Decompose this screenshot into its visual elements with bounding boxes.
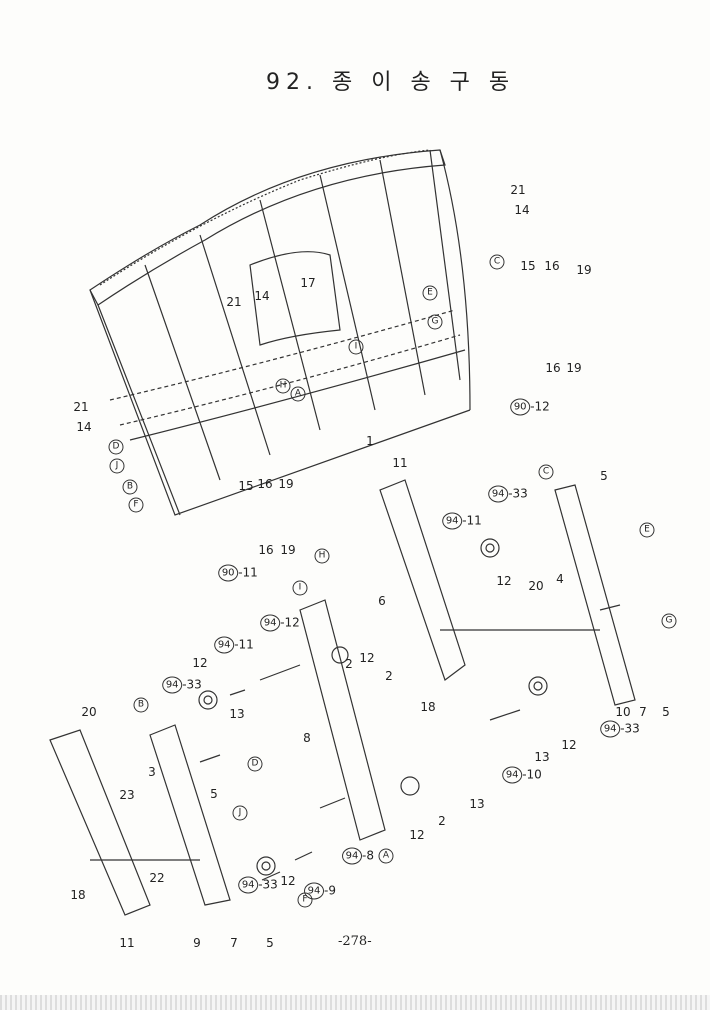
reference-letter: A: [378, 848, 394, 864]
assembly-callout: 94-11: [442, 512, 482, 530]
part-number: 2: [385, 669, 393, 683]
part-number: 12: [561, 738, 577, 752]
part-number: 16: [258, 543, 274, 557]
part-number: 16: [257, 477, 273, 491]
part-number: 16: [544, 259, 560, 273]
assembly-callout: 94-11: [214, 636, 254, 654]
part-number: 14: [76, 420, 92, 434]
assembly-callout: 90-12: [510, 398, 550, 416]
assembly-callout: 94-33: [600, 720, 640, 738]
part-number: 11: [119, 936, 135, 950]
part-number: 9: [193, 936, 201, 950]
diagram-title: 92. 종 이 송 구 동: [266, 70, 516, 95]
part-number: 8: [303, 731, 311, 745]
part-number: 13: [469, 797, 485, 811]
reference-letter: B: [133, 697, 149, 713]
reference-letter: B: [122, 479, 138, 495]
assembly-callout: 94-8: [342, 847, 374, 865]
part-number: 2: [438, 814, 446, 828]
side-frames: [49, 479, 636, 916]
part-number: 3: [148, 765, 156, 779]
part-number: 15: [520, 259, 536, 273]
part-number: 19: [566, 361, 582, 375]
part-number: 12: [496, 574, 512, 588]
part-number: 1: [366, 434, 374, 448]
reference-letter: C: [489, 254, 505, 270]
reference-letter: D: [108, 439, 124, 455]
reference-letter: G: [661, 613, 677, 629]
part-number: 19: [280, 543, 296, 557]
assembly-callout: 90-11: [218, 564, 258, 582]
part-number: 21: [510, 183, 526, 197]
part-number: 18: [420, 700, 436, 714]
part-number: 19: [576, 263, 592, 277]
part-number: 19: [278, 477, 294, 491]
part-number: 5: [210, 787, 218, 801]
part-number: 13: [534, 750, 550, 764]
assembly-callout: 94-9: [304, 882, 336, 900]
part-number: 2: [345, 657, 353, 671]
part-number: 14: [514, 203, 530, 217]
reference-letter: G: [427, 314, 443, 330]
assembly-callout: 94-33: [238, 876, 278, 894]
part-number: 21: [226, 295, 242, 309]
assembly-callout: 94-33: [488, 485, 528, 503]
gears-and-shafts: [198, 538, 621, 881]
part-number: 17: [300, 276, 316, 290]
part-number: 13: [229, 707, 245, 721]
part-number: 23: [119, 788, 135, 802]
reference-letter: J: [109, 458, 125, 474]
page-number: -278-: [338, 934, 372, 949]
paper-feed-drum: [89, 149, 471, 516]
reference-letter: A: [290, 386, 306, 402]
scan-edge: [0, 995, 710, 1010]
part-number: 22: [149, 871, 165, 885]
reference-letter: C: [538, 464, 554, 480]
part-number: 7: [230, 936, 238, 950]
part-number: 5: [600, 469, 608, 483]
assembly-callout: 94-33: [162, 676, 202, 694]
reference-letter: H: [275, 378, 291, 394]
part-number: 5: [662, 705, 670, 719]
reference-letter: I: [348, 339, 364, 355]
part-number: 20: [528, 579, 544, 593]
part-number: 12: [359, 651, 375, 665]
part-number: 21: [73, 400, 89, 414]
part-number: 12: [280, 874, 296, 888]
part-number: 15: [238, 479, 254, 493]
part-number: 12: [192, 656, 208, 670]
assembly-callout: 94-12: [260, 614, 300, 632]
reference-letter: H: [314, 548, 330, 564]
reference-letter: E: [422, 285, 438, 301]
part-number: 14: [254, 289, 270, 303]
reference-letter: F: [128, 497, 144, 513]
part-number: 20: [81, 705, 97, 719]
part-number: 4: [556, 572, 564, 586]
part-number: 5: [266, 936, 274, 950]
part-number: 12: [409, 828, 425, 842]
reference-letter: D: [247, 756, 263, 772]
part-number: 11: [392, 456, 408, 470]
part-number: 10: [615, 705, 631, 719]
reference-letter: E: [639, 522, 655, 538]
part-number: 18: [70, 888, 86, 902]
reference-letter: I: [292, 580, 308, 596]
part-number: 6: [378, 594, 386, 608]
part-number: 7: [639, 705, 647, 719]
reference-letter: J: [232, 805, 248, 821]
part-number: 16: [545, 361, 561, 375]
assembly-callout: 94-10: [502, 766, 542, 784]
